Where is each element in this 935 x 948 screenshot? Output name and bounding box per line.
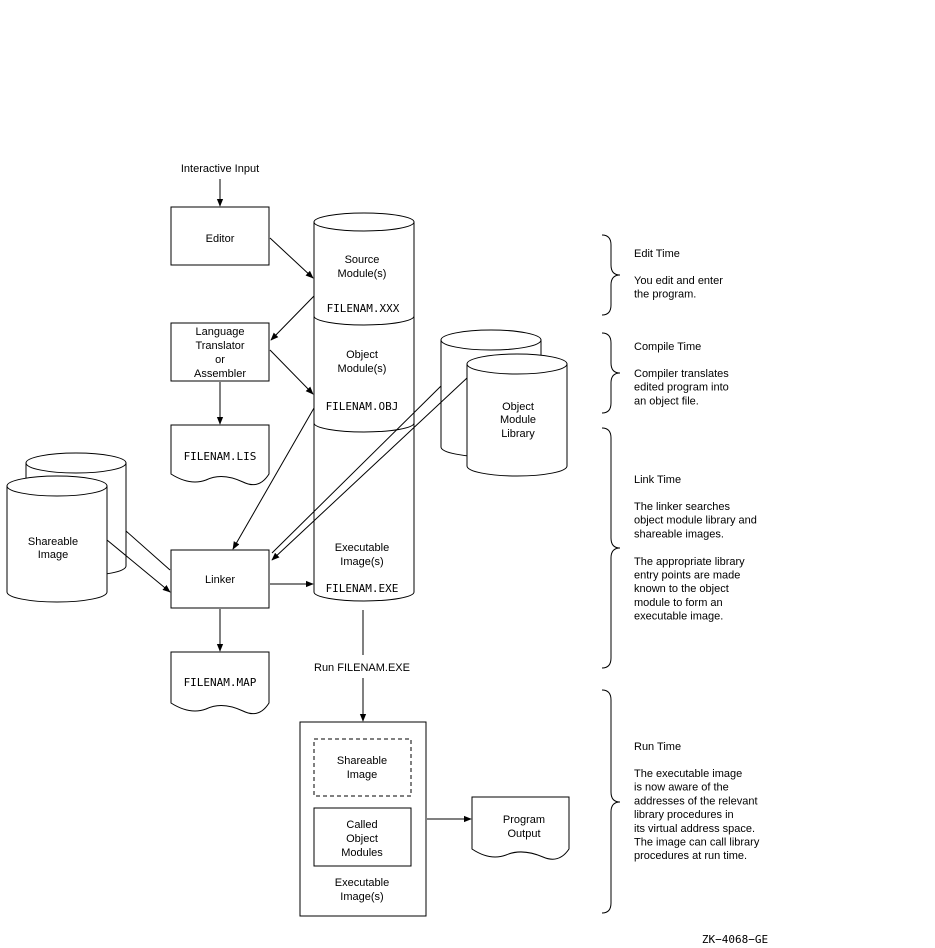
link-phase-line: The appropriate library (634, 556, 745, 568)
edit-phase-line: You edit and enter (634, 275, 723, 287)
link-phase-line: shareable images. (634, 528, 724, 540)
run-phase-line: The executable image (634, 768, 742, 780)
link-phase-line: The linker searches (634, 501, 730, 513)
compile-phase-title: Compile Time (634, 341, 701, 353)
interactive-input-label: Interactive Input (181, 163, 259, 175)
source-module-label: Source (345, 254, 380, 266)
run-phase-line: its virtual address space. (634, 823, 755, 835)
object-module-library-cylinders (440, 329, 568, 477)
translator-label-4: Assembler (194, 368, 246, 380)
executable-image-label-2: Image(s) (340, 556, 383, 568)
exe-filename: FILENAM.EXE (326, 582, 399, 595)
lis-document (170, 424, 270, 486)
phase-braces (601, 234, 621, 914)
map-filename: FILENAM.MAP (184, 676, 257, 689)
language-translator-box (170, 322, 270, 382)
link-phase-line: module to form an (634, 597, 723, 609)
program-output-document (471, 796, 570, 860)
object-library-label-2: Module (500, 414, 536, 426)
run-phase-line: is now aware of the (634, 782, 729, 794)
run-phase-title: Run Time (634, 741, 681, 753)
figure-id: ZK−4068−GE (702, 933, 768, 946)
module-column-cylinder (313, 212, 415, 602)
object-library-label: Object (502, 401, 534, 413)
runtime-shareable-label-2: Image (347, 769, 378, 781)
translator-label-3: or (215, 354, 225, 366)
program-output-label: Program (503, 814, 545, 826)
link-phase-title: Link Time (634, 474, 681, 486)
source-module-label-2: Module(s) (338, 268, 387, 280)
map-document (170, 651, 270, 715)
executable-image-label: Executable (335, 542, 389, 554)
called-modules-label: Called (346, 819, 377, 831)
called-modules-box (313, 807, 412, 867)
shareable-image-label-2: Image (38, 549, 69, 561)
runtime-executable-label-2: Image(s) (340, 891, 383, 903)
program-output-label-2: Output (507, 828, 540, 840)
run-phase-line: library procedures in (634, 809, 734, 821)
object-module-label: Object (346, 349, 378, 361)
translator-label: Language (196, 326, 245, 338)
editor-label: Editor (206, 233, 235, 245)
link-phase-line: executable image. (634, 611, 723, 623)
runtime-shareable-label: Shareable (337, 755, 387, 767)
runtime-shareable-image-box (313, 738, 412, 797)
translator-label-2: Translator (195, 340, 244, 352)
object-module-label-2: Module(s) (338, 363, 387, 375)
editor-box (170, 206, 270, 266)
lis-filename: FILENAM.LIS (184, 450, 257, 463)
runtime-executable-label: Executable (335, 877, 389, 889)
edit-phase-title: Edit Time (634, 248, 680, 260)
edit-phase-line: the program. (634, 289, 696, 301)
link-phase-line: object module library and (634, 515, 757, 527)
linker-label: Linker (205, 574, 235, 586)
shareable-image-cylinders (6, 452, 127, 603)
source-filename: FILENAM.XXX (327, 302, 400, 315)
run-phase-line: The image can call library (634, 837, 760, 849)
called-modules-label-2: Object (346, 833, 378, 845)
run-filename-label: Run FILENAM.EXE (314, 662, 410, 674)
linker-box (170, 549, 270, 609)
object-filename: FILENAM.OBJ (326, 400, 399, 413)
object-library-label-3: Library (501, 428, 535, 440)
called-modules-label-3: Modules (341, 847, 383, 859)
run-phase-line: procedures at run time. (634, 850, 747, 862)
compile-phase-line: edited program into (634, 382, 729, 394)
compile-phase-line: an object file. (634, 395, 699, 407)
compile-phase-line: Compiler translates (634, 368, 729, 380)
link-phase-line: entry points are made (634, 570, 740, 582)
shareable-image-label: Shareable (28, 536, 78, 548)
run-phase-line: addresses of the relevant (634, 795, 758, 807)
link-phase-line: known to the object (634, 583, 729, 595)
